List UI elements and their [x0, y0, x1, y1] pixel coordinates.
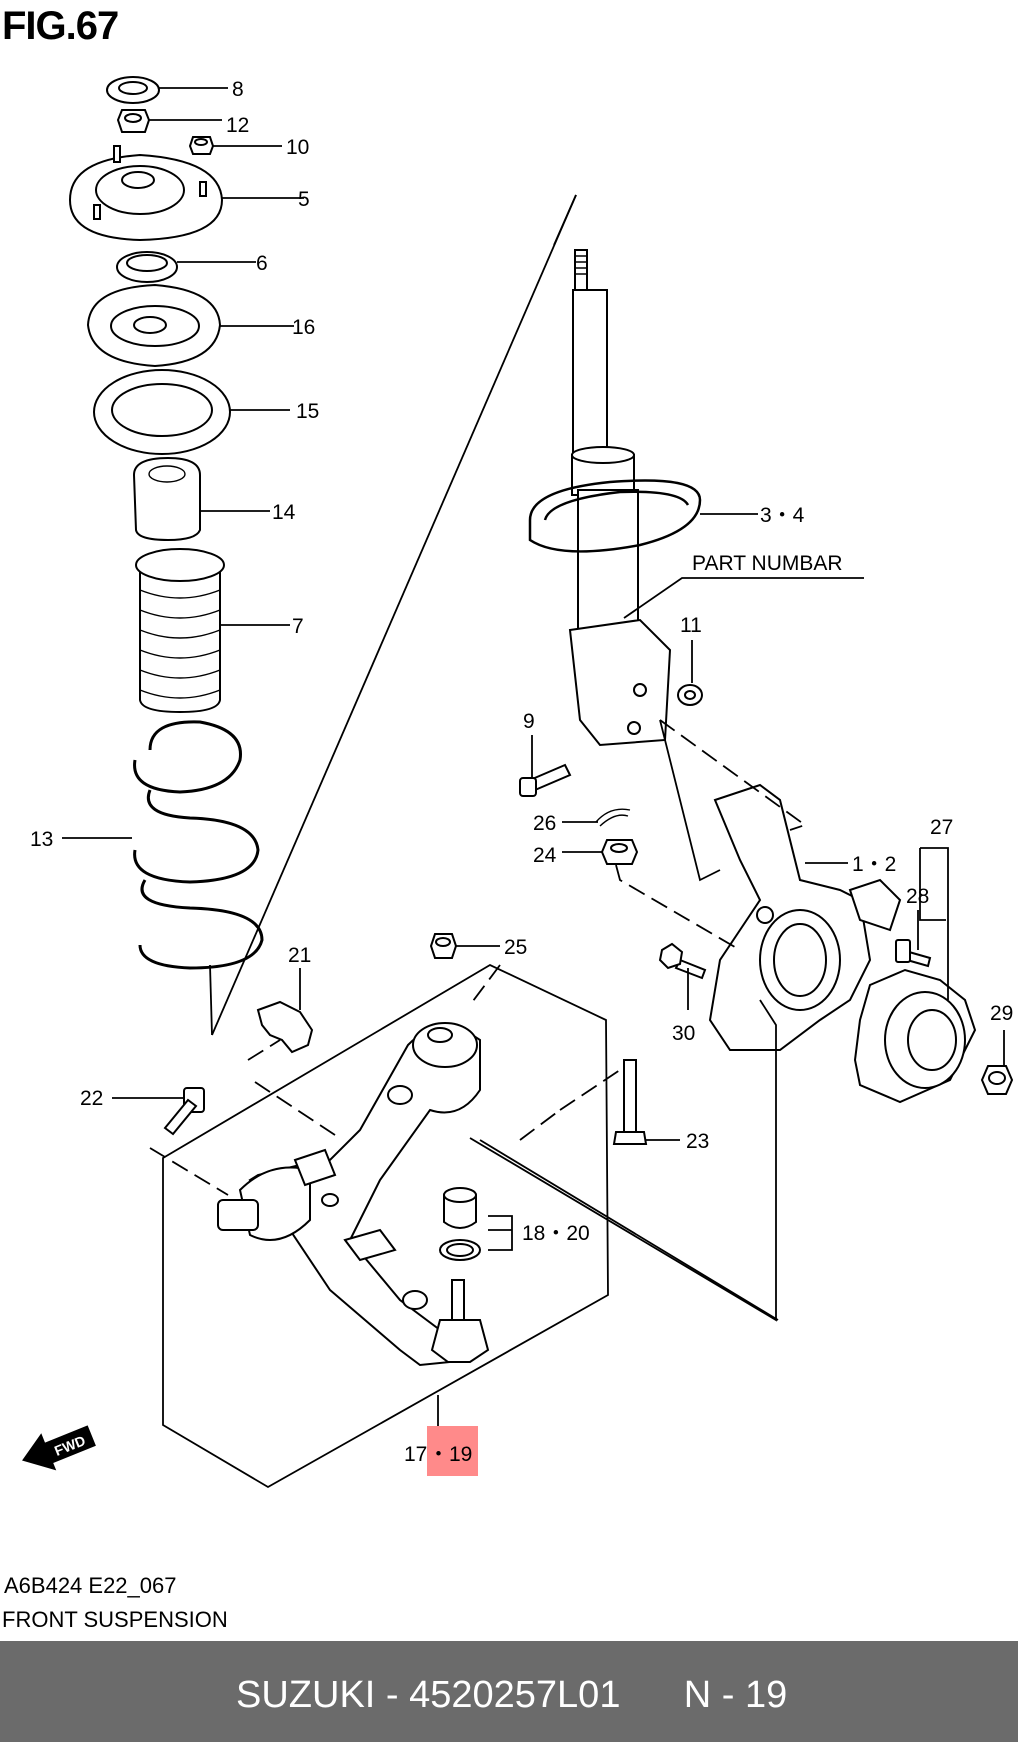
part-10-nut[interactable]	[188, 136, 215, 155]
part-28-hub-bolt[interactable]	[895, 939, 932, 968]
callout-18-20: 18・20	[522, 1222, 590, 1245]
diagram-code: A6B424 E22_067	[4, 1573, 177, 1598]
assembly-lines	[149, 194, 807, 1489]
part-5-strut-mount[interactable]	[68, 145, 224, 242]
callout-part-numbar: PART NUMBAR	[692, 552, 843, 575]
callout-9: 9	[523, 710, 535, 733]
callout-1-2: 1・2	[852, 853, 896, 876]
callout-16: 16	[292, 316, 315, 339]
callout-15: 15	[296, 400, 319, 423]
part-8-washer[interactable]	[106, 76, 160, 104]
callout-11: 11	[680, 614, 702, 637]
front-suspension-diagram: FWD 8 12 10 5 6 16 15 14 7 13 3・4 PART N…	[22, 76, 1014, 1489]
callout-23: 23	[686, 1130, 709, 1153]
callout-29: 29	[990, 1002, 1013, 1025]
part-18-20-bushing[interactable]	[439, 1187, 481, 1261]
part-12-nut[interactable]	[116, 109, 151, 133]
callout-28: 28	[906, 885, 929, 908]
part-24-castle-nut[interactable]	[600, 839, 639, 865]
callout-14: 14	[272, 501, 296, 524]
callout-17: 17	[404, 1443, 427, 1466]
fwd-arrow-icon: FWD	[22, 1425, 96, 1471]
leader-lines	[62, 87, 1005, 1251]
callout-8: 8	[232, 78, 244, 101]
part-22-bolt[interactable]	[163, 1087, 205, 1136]
callout-24: 24	[533, 844, 557, 867]
part-15-spring-insulator[interactable]	[93, 369, 231, 455]
part-16-spring-seat[interactable]	[86, 283, 222, 368]
part-25-nut[interactable]	[429, 933, 458, 959]
part-14-bump-stop[interactable]	[132, 456, 201, 542]
callout-12: 12	[226, 114, 249, 137]
part-13-coil-spring[interactable]	[133, 720, 264, 970]
part-7-dust-boot[interactable]	[135, 548, 225, 714]
callout-6: 6	[256, 252, 268, 275]
callout-25: 25	[504, 936, 527, 959]
callout-7: 7	[292, 615, 304, 638]
part-6-bearing[interactable]	[116, 251, 178, 283]
part-1-2-knuckle[interactable]	[708, 783, 902, 1051]
part-11-nut[interactable]	[677, 684, 703, 706]
callout-10: 10	[286, 136, 309, 159]
part-17-19-lower-arm[interactable]	[217, 1022, 481, 1367]
part-3-4-strut[interactable]	[568, 249, 672, 747]
callout-22: 22	[80, 1087, 103, 1110]
callout-13: 13	[30, 828, 53, 851]
highlight-box	[427, 1426, 478, 1476]
figure-title: FIG.67	[2, 4, 119, 48]
part-21-clamp[interactable]	[256, 1000, 314, 1054]
part-30-bolt[interactable]	[658, 942, 707, 980]
footer-bar: SUZUKI - 4520257L01 N - 19	[0, 1641, 1018, 1742]
part-17-19-ball-joint[interactable]	[430, 1279, 490, 1363]
footer-brand-part: SUZUKI - 4520257L01 N - 19	[236, 1674, 788, 1716]
part-27-hub[interactable]	[853, 968, 977, 1104]
callout-27: 27	[930, 816, 953, 839]
callout-30: 30	[672, 1022, 695, 1045]
part-26-cotter-pin[interactable]	[595, 808, 631, 827]
callout-21: 21	[288, 944, 311, 967]
callout-5: 5	[298, 188, 310, 211]
part-23-bolt[interactable]	[612, 1059, 648, 1145]
callout-3-4: 3・4	[760, 504, 805, 527]
part-9-bolt[interactable]	[519, 763, 572, 797]
part-3-4-coil[interactable]	[528, 479, 702, 553]
callout-19: ・19	[428, 1443, 472, 1466]
diagram-name: FRONT SUSPENSION	[2, 1607, 228, 1632]
callout-26: 26	[533, 812, 556, 835]
part-29-wheel-nut[interactable]	[980, 1065, 1014, 1095]
